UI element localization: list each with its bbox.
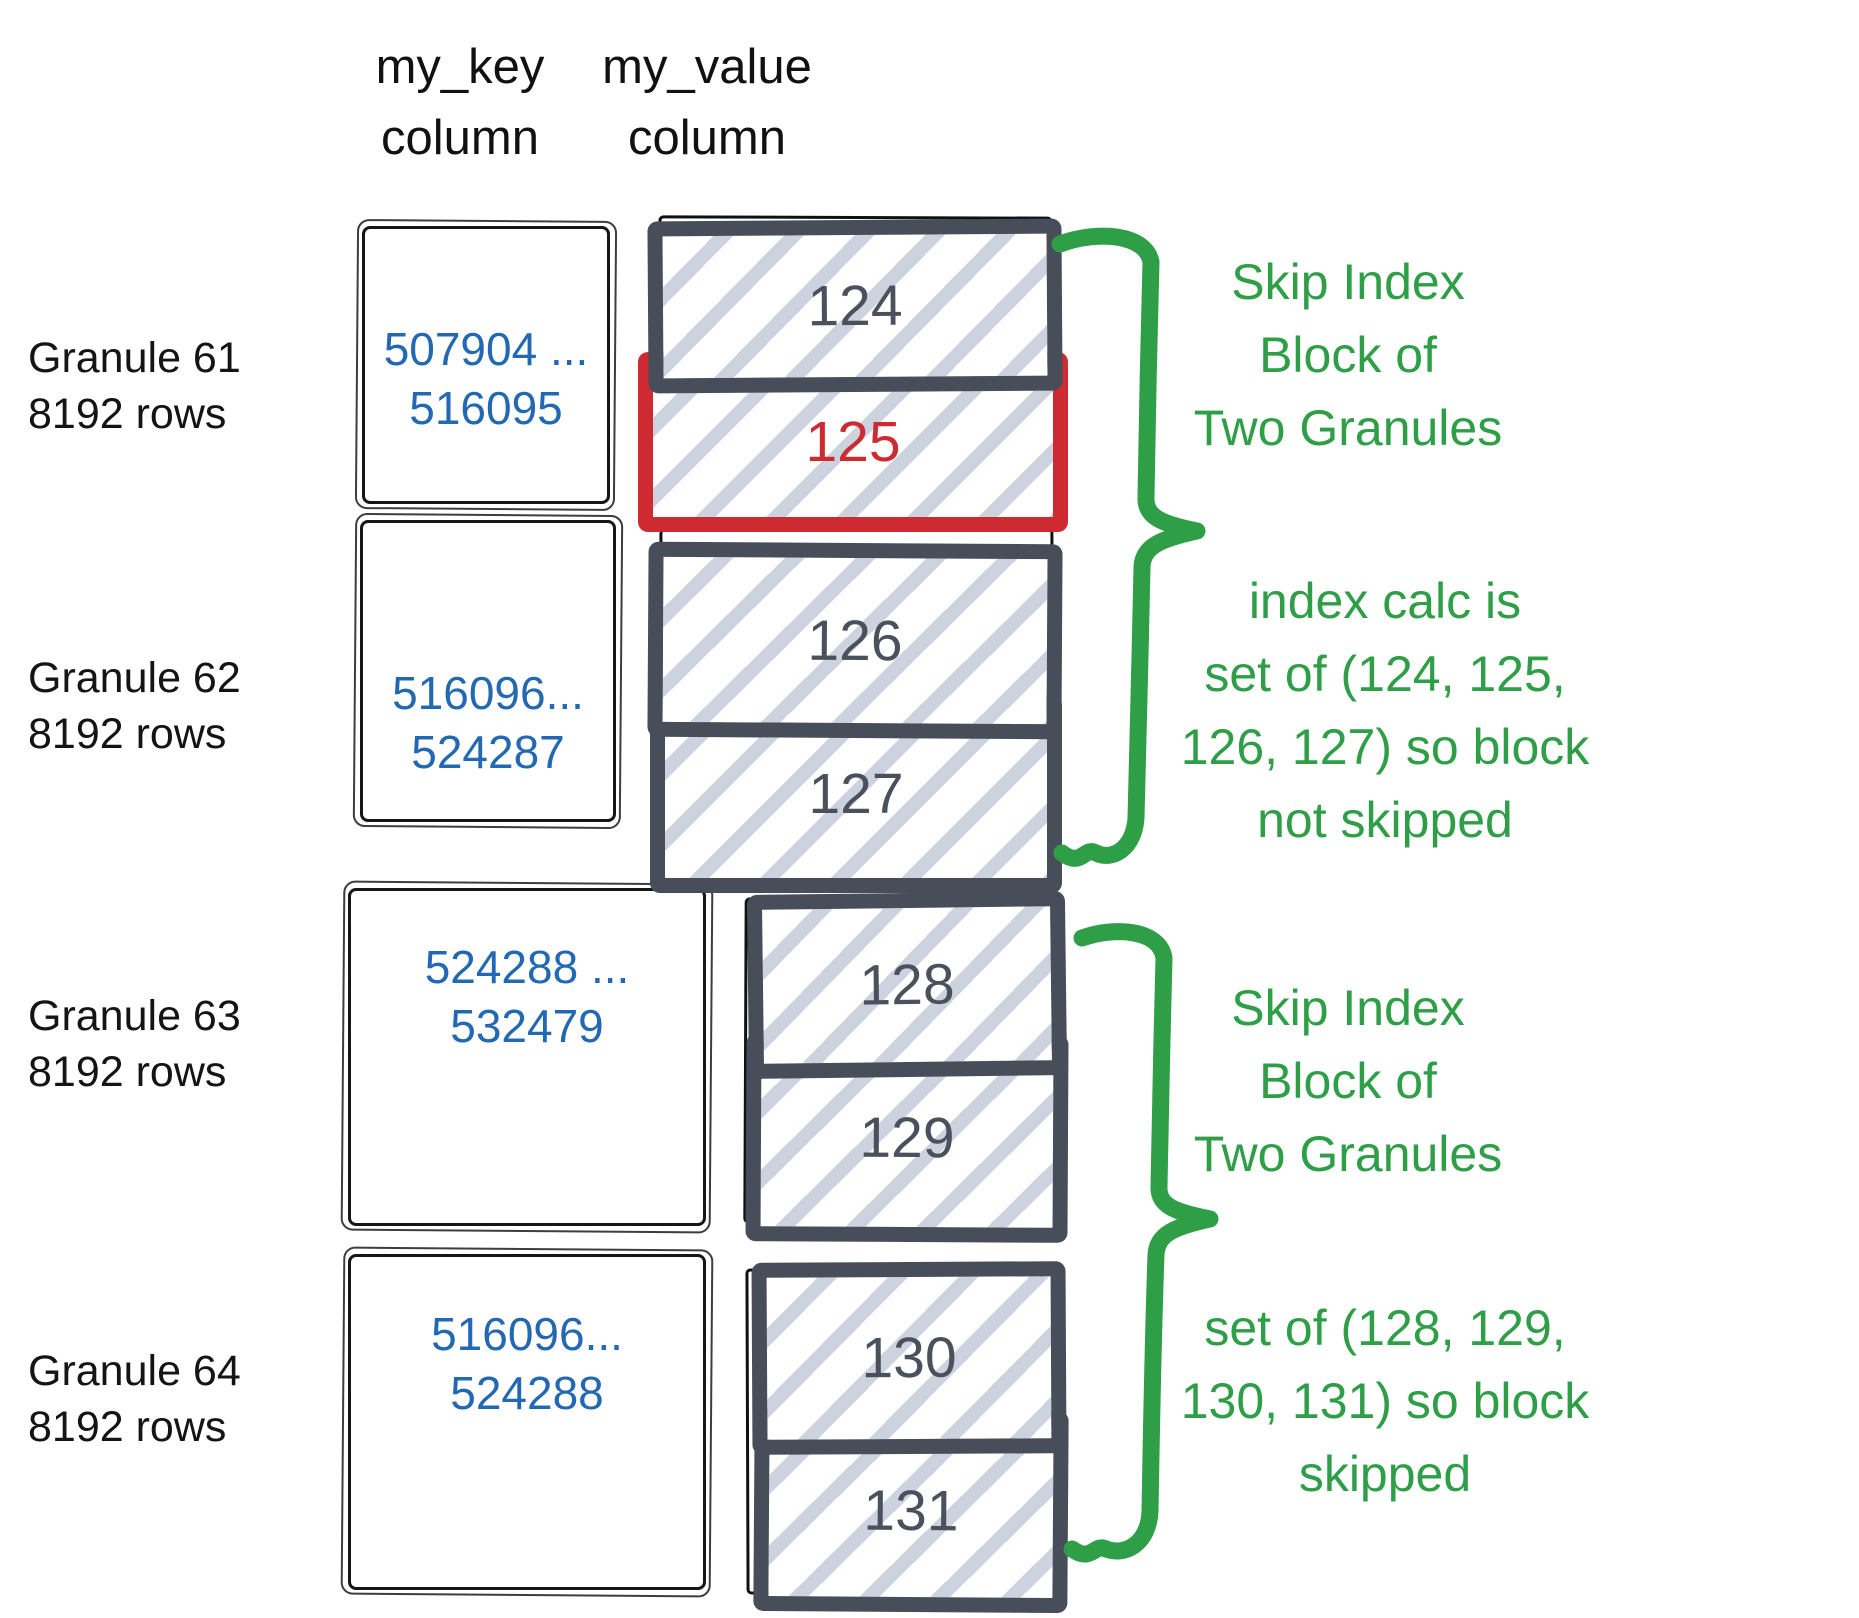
- value-box-129-number: 129: [859, 1105, 955, 1171]
- value-box-127-number: 127: [808, 762, 904, 826]
- key-range-start: 516096...: [392, 667, 584, 719]
- annotation-line: Skip Index: [1231, 980, 1465, 1036]
- value-box-124: 124: [647, 218, 1063, 394]
- my-value-column-header: my_value column: [567, 32, 847, 174]
- key-range-start: 516096...: [431, 1308, 623, 1360]
- granule-62-name: Granule 62: [28, 654, 241, 702]
- key-range-text: 516096... 524287: [392, 664, 584, 782]
- annotation-line: 126, 127) so block: [1180, 719, 1590, 775]
- granule-61-name: Granule 61: [28, 334, 241, 382]
- key-range-text: 507904 ... 516095: [384, 320, 589, 438]
- granule-63-name: Granule 63: [28, 992, 241, 1040]
- annotation-line: not skipped: [1257, 792, 1513, 848]
- annotation-line: Two Granules: [1193, 1126, 1503, 1182]
- granule-63-label: Granule 63 8192 rows: [28, 988, 278, 1100]
- annotation-line: Two Granules: [1193, 400, 1503, 456]
- key-range-text: 516096... 524288: [431, 1305, 623, 1423]
- value-box-130-number: 130: [861, 1325, 957, 1391]
- granule-63-rows: 8192 rows: [28, 1048, 227, 1096]
- key-range-start: 524288 ...: [424, 941, 630, 993]
- my-key-column-header-line1: my_key: [375, 40, 545, 94]
- value-box-125-number: 125: [805, 410, 901, 474]
- key-range-end: 532479: [450, 1000, 604, 1052]
- annotation-line: Block of: [1259, 1053, 1437, 1109]
- key-range-box-granule-64: 516096... 524288: [348, 1254, 706, 1590]
- key-range-box-granule-63: 524288 ... 532479: [348, 888, 706, 1226]
- key-range-start: 507904 ...: [383, 323, 589, 375]
- annotation-line: Block of: [1259, 327, 1437, 383]
- granule-61-label: Granule 61 8192 rows: [28, 330, 278, 442]
- my-key-column-header-line2: column: [381, 111, 539, 165]
- granule-64-name: Granule 64: [28, 1347, 241, 1395]
- value-box-128: 128: [746, 891, 1068, 1079]
- annotation-set-skipped: set of (128, 129, 130, 131) so block ski…: [1125, 1292, 1645, 1511]
- granule-64-rows: 8192 rows: [28, 1403, 227, 1451]
- value-box-126: 126: [647, 541, 1063, 740]
- value-box-124-number: 124: [807, 273, 903, 339]
- key-range-end: 524287: [411, 726, 565, 778]
- annotation-line: 130, 131) so block: [1180, 1373, 1590, 1429]
- key-range-end: 516095: [409, 382, 563, 434]
- annotation-line: set of (124, 125,: [1204, 646, 1566, 702]
- granule-62-label: Granule 62 8192 rows: [28, 650, 278, 762]
- my-value-column-header-line2: column: [628, 111, 786, 165]
- granule-62-rows: 8192 rows: [28, 710, 227, 758]
- annotation-index-calc-not-skipped: index calc is set of (124, 125, 126, 127…: [1125, 565, 1645, 857]
- granule-64-label: Granule 64 8192 rows: [28, 1343, 278, 1455]
- value-box-130: 130: [751, 1261, 1067, 1455]
- key-range-box-granule-62: 516096... 524287: [360, 520, 616, 822]
- key-range-text: 524288 ... 532479: [425, 938, 630, 1056]
- annotation-line: index calc is: [1248, 573, 1522, 629]
- annotation-skip-index-block-2: Skip Index Block of Two Granules: [1108, 972, 1588, 1191]
- annotation-line: Skip Index: [1231, 254, 1465, 310]
- value-box-126-number: 126: [807, 608, 903, 673]
- annotation-skip-index-block-1: Skip Index Block of Two Granules: [1108, 246, 1588, 465]
- my-key-column-header: my_key column: [320, 32, 600, 174]
- value-box-131-number: 131: [863, 1478, 959, 1544]
- key-range-box-granule-61: 507904 ... 516095: [362, 226, 610, 504]
- my-value-column-header-line1: my_value: [602, 40, 812, 94]
- annotation-line: set of (128, 129,: [1204, 1300, 1566, 1356]
- value-box-128-number: 128: [859, 952, 955, 1018]
- key-range-end: 524288: [450, 1367, 604, 1419]
- granule-61-rows: 8192 rows: [28, 390, 227, 438]
- annotation-line: skipped: [1298, 1446, 1472, 1502]
